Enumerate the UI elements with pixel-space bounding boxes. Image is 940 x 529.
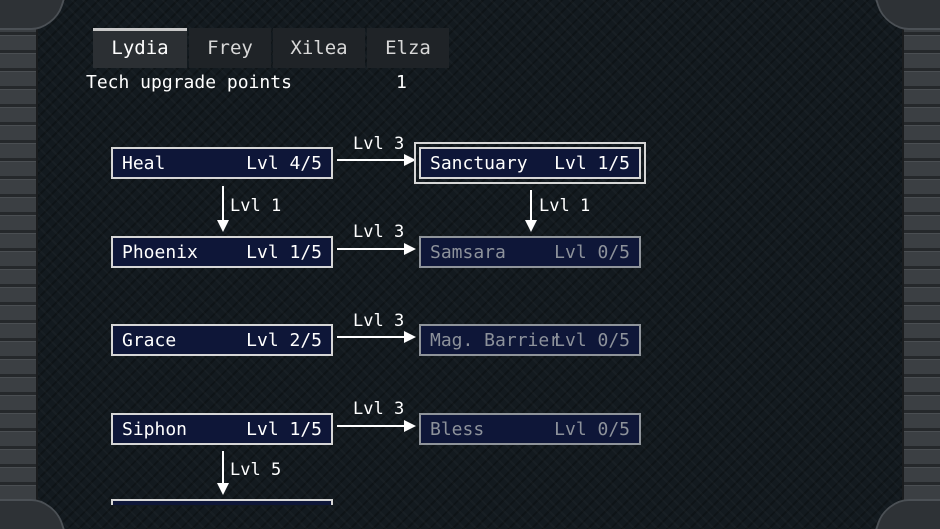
tab-lydia[interactable]: Lydia bbox=[93, 28, 187, 68]
tech-node-offscreen[interactable] bbox=[111, 499, 333, 505]
edge-label-phoenix-samsara: Lvl 3 bbox=[353, 222, 405, 242]
tech-points-label: Tech upgrade points bbox=[86, 72, 292, 93]
arrowhead-siphon-next bbox=[217, 483, 229, 495]
tech-node-name: Sanctuary bbox=[430, 153, 528, 174]
edge-label-heal-sanctuary: Lvl 3 bbox=[353, 134, 405, 154]
tech-node-name: Samsara bbox=[430, 242, 506, 263]
tech-node-siphon[interactable]: Siphon Lvl 1/5 bbox=[111, 413, 333, 445]
stone-pillar-right bbox=[902, 0, 940, 529]
tech-node-grace[interactable]: Grace Lvl 2/5 bbox=[111, 324, 333, 356]
tech-node-bless[interactable]: Bless Lvl 0/5 bbox=[419, 413, 641, 445]
arrowhead-phoenix-samsara bbox=[404, 243, 416, 255]
tech-node-mag-barrier[interactable]: Mag. Barrier Lvl 0/5 bbox=[419, 324, 641, 356]
tech-node-samsara[interactable]: Samsara Lvl 0/5 bbox=[419, 236, 641, 268]
tech-node-name: Phoenix bbox=[122, 242, 198, 263]
tech-node-sanctuary[interactable]: Sanctuary Lvl 1/5 bbox=[414, 142, 646, 184]
tech-node-level: Lvl 1/5 bbox=[246, 419, 322, 440]
arrowhead-sanctuary-samsara bbox=[525, 220, 537, 232]
edge-label-grace-barrier: Lvl 3 bbox=[353, 311, 405, 331]
tech-node-phoenix[interactable]: Phoenix Lvl 1/5 bbox=[111, 236, 333, 268]
tech-node-name: Bless bbox=[430, 419, 485, 440]
tech-points-value: 1 bbox=[396, 72, 407, 93]
tech-node-name: Mag. Barrier bbox=[430, 330, 561, 351]
arrowhead-grace-barrier bbox=[404, 331, 416, 343]
edge-label-siphon-next: Lvl 5 bbox=[230, 460, 282, 480]
tech-node-name: Siphon bbox=[122, 419, 188, 440]
tech-node-level: Lvl 0/5 bbox=[554, 419, 630, 440]
tech-node-heal[interactable]: Heal Lvl 4/5 bbox=[111, 147, 333, 179]
tech-node-level: Lvl 1/5 bbox=[554, 153, 630, 174]
tech-node-name: Heal bbox=[122, 153, 166, 174]
tab-frey[interactable]: Frey bbox=[189, 28, 271, 68]
tab-xilea[interactable]: Xilea bbox=[273, 28, 365, 68]
tech-node-level: Lvl 1/5 bbox=[246, 242, 322, 263]
stone-pillar-left bbox=[0, 0, 38, 529]
tech-node-level: Lvl 4/5 bbox=[246, 153, 322, 174]
tab-elza[interactable]: Elza bbox=[367, 28, 449, 68]
tech-node-level: Lvl 0/5 bbox=[554, 242, 630, 263]
edge-label-heal-phoenix: Lvl 1 bbox=[230, 196, 282, 216]
edge-label-sanctuary-samsara: Lvl 1 bbox=[539, 196, 591, 216]
arrowhead-heal-sanctuary bbox=[404, 154, 416, 166]
tech-node-name: Grace bbox=[122, 330, 177, 351]
edge-label-siphon-bless: Lvl 3 bbox=[353, 399, 405, 419]
tech-node-level: Lvl 0/5 bbox=[554, 330, 630, 351]
tech-node-level: Lvl 2/5 bbox=[246, 330, 322, 351]
arrowhead-heal-phoenix bbox=[217, 220, 229, 232]
arrowhead-siphon-bless bbox=[404, 420, 416, 432]
